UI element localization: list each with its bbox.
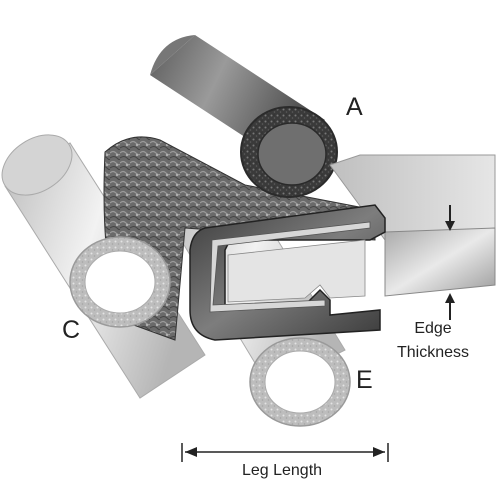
- tube-e-end: [249, 337, 351, 427]
- u-channel-trim: [189, 204, 386, 341]
- tube-a: [150, 35, 338, 198]
- label-leg-length: Leg Length: [242, 462, 322, 479]
- tube-c-end: [69, 236, 171, 328]
- edge-thickness-arrows: [445, 205, 455, 320]
- label-edge: Edge: [414, 320, 451, 337]
- label-a: A: [346, 93, 363, 121]
- label-e: E: [356, 366, 373, 394]
- label-c: C: [62, 316, 80, 344]
- leg-length-dimension: [181, 443, 389, 462]
- trim-texture: [103, 136, 376, 341]
- label-thickness: Thickness: [397, 344, 469, 361]
